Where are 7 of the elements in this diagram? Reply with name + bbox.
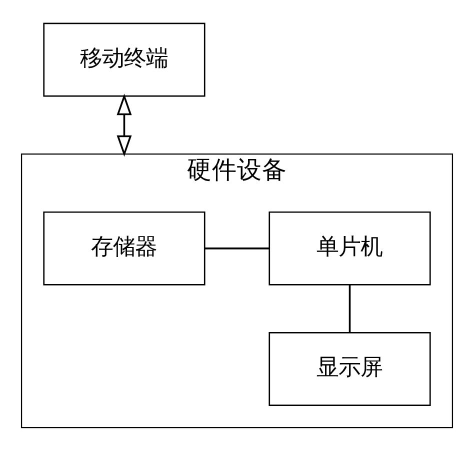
connector xyxy=(204,247,270,249)
connector xyxy=(348,284,351,332)
node-box: 存储器 xyxy=(43,210,206,285)
arrow xyxy=(116,93,132,156)
node-box: 移动终端 xyxy=(43,22,206,96)
node-box: 显示屏 xyxy=(268,332,431,406)
node-box: 单片机 xyxy=(268,210,431,285)
